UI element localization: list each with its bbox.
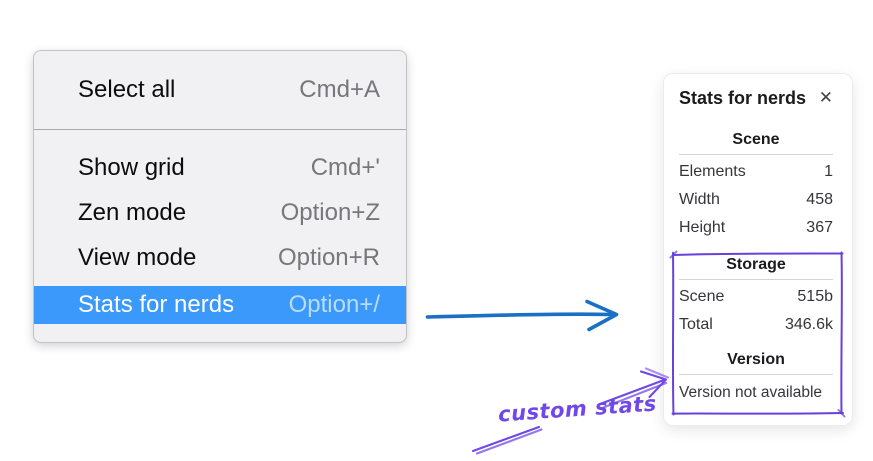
stat-row-height: Height 367 [679,214,833,242]
menu-item-label: Stats for nerds [78,291,235,318]
menu-item-shortcut: Cmd+A [299,76,380,103]
context-menu: Select all Cmd+A Show grid Cmd+' Zen mod… [33,50,407,343]
stat-row-total-size: Total 346.6k [679,311,833,339]
flow-right-arrow-icon [425,299,619,332]
stat-value: 346.6k [784,316,833,333]
stats-section-storage: Storage Scene 515b Total 346.6k [679,256,833,339]
menu-item-shortcut: Option+R [277,243,380,271]
menu-item-label: Show grid [78,153,185,181]
stat-value: 515b [797,288,833,305]
stats-panel-title: Stats for nerds [679,88,807,108]
stat-label: Total [679,316,713,333]
menu-section-view: Show grid Cmd+' Zen mode Option+Z View m… [34,130,406,324]
stat-row-scene-size: Scene 515b [679,283,833,311]
stat-label: Height [679,219,726,236]
stat-label: Scene [679,288,725,305]
menu-divider [34,129,406,130]
menu-item-label: View mode [78,243,197,271]
section-header: Version [727,351,785,368]
close-icon[interactable]: ✕ [818,88,833,108]
version-note: Version not available [679,384,823,401]
section-header: Scene [732,131,780,148]
menu-item-show-grid[interactable]: Show grid Cmd+' [34,145,406,190]
section-divider [679,154,833,155]
stat-label: Elements [679,163,746,180]
menu-item-stats-for-nerds[interactable]: Stats for nerds Option+/ [34,286,406,324]
menu-item-shortcut: Option+/ [288,291,380,318]
menu-item-shortcut: Cmd+' [310,153,380,181]
section-divider [679,374,833,375]
stat-label: Width [679,191,720,208]
stat-row-width: Width 458 [679,186,833,214]
section-divider [679,279,833,280]
stats-panel: Stats for nerds ✕ Scene Elements 1 Width… [663,73,853,426]
menu-item-zen-mode[interactable]: Zen mode Option+Z [34,190,406,235]
menu-item-label: Select all [78,76,176,103]
menu-item-label: Zen mode [78,198,187,226]
stat-value: 458 [806,191,833,208]
stat-value: 367 [806,219,833,236]
menu-item-select-all[interactable]: Select all Cmd+A [34,51,406,129]
stat-row-elements: Elements 1 [679,158,833,186]
section-header: Storage [726,256,786,273]
custom-stats-annotation: custom stats [497,391,658,427]
stats-panel-header: Stats for nerds ✕ [679,88,833,109]
menu-item-shortcut: Option+Z [280,198,380,226]
stat-value: 1 [824,163,833,180]
stats-section-scene: Scene Elements 1 Width 458 Height 367 [679,131,833,242]
stats-section-version: Version Version not available [679,351,833,407]
menu-item-view-mode[interactable]: View mode Option+R [34,235,406,280]
